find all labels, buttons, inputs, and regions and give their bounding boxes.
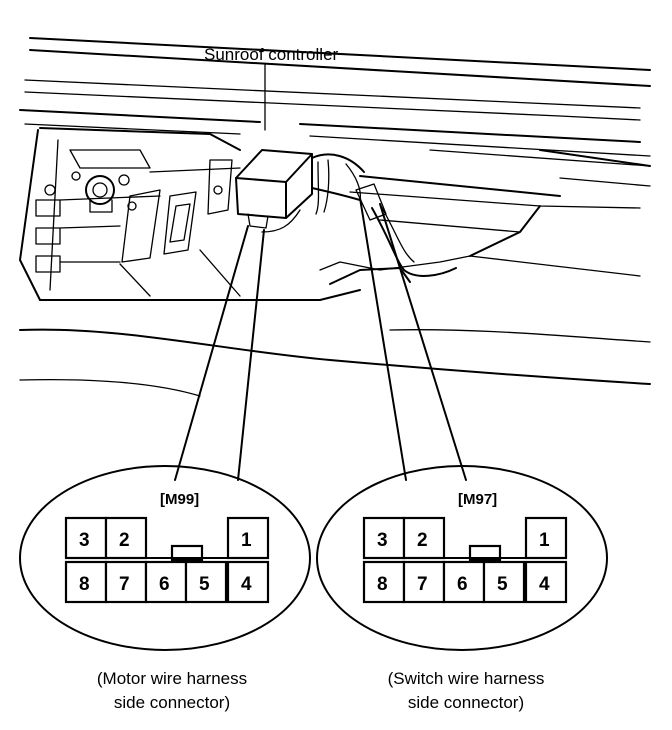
pin-label-3: 3 [377,530,388,551]
locking-tab [468,544,502,562]
pin-label-1: 1 [539,530,550,551]
connector-caption-line1: (Motor wire harness [97,669,247,688]
pin-label-4: 4 [539,574,550,595]
pin-label-2: 2 [119,530,130,551]
pin-label-7: 7 [119,574,130,595]
connector-caption-line2: side connector) [408,693,524,712]
pin-3 [362,516,406,560]
pin-label-7: 7 [417,574,428,595]
pin-label-5: 5 [497,574,508,595]
pin-label-8: 8 [377,574,388,595]
pin-4 [226,560,270,604]
connector-m97: [M97] 3 2 1 8 7 6 5 4 (Switch wire harne… [316,465,608,712]
connector-caption-line2: side connector) [114,693,230,712]
pin-label-8: 8 [79,574,90,595]
controller-label: Sunroof controller [204,45,339,64]
pin-label-3: 3 [79,530,90,551]
pin-label-4: 4 [241,574,252,595]
pin-4 [524,560,568,604]
pin-3 [64,516,108,560]
pin-5 [482,560,526,604]
connector-code: [M99] [160,491,199,508]
connector-m99: [M99] 3 2 1 8 7 6 5 4 (Motor wire harnes… [19,465,311,712]
connector-code: [M97] [458,491,497,508]
pin-2 [104,516,148,560]
pin-8 [64,560,108,604]
pin-5 [184,560,228,604]
pin-2 [402,516,446,560]
pin-label-1: 1 [241,530,252,551]
pin-1 [524,516,568,560]
leader-beams [174,197,467,481]
roof-illustration [19,37,651,397]
pin-label-5: 5 [199,574,210,595]
pin-label-2: 2 [417,530,428,551]
pin-1 [226,516,270,560]
connector-caption-line1: (Switch wire harness [388,669,545,688]
pin-8 [362,560,406,604]
pin-label-6: 6 [159,574,170,595]
pin-label-6: 6 [457,574,468,595]
controller-callout: Sunroof controller [204,45,339,131]
pin-6 [144,560,188,604]
locking-tab [170,544,204,562]
